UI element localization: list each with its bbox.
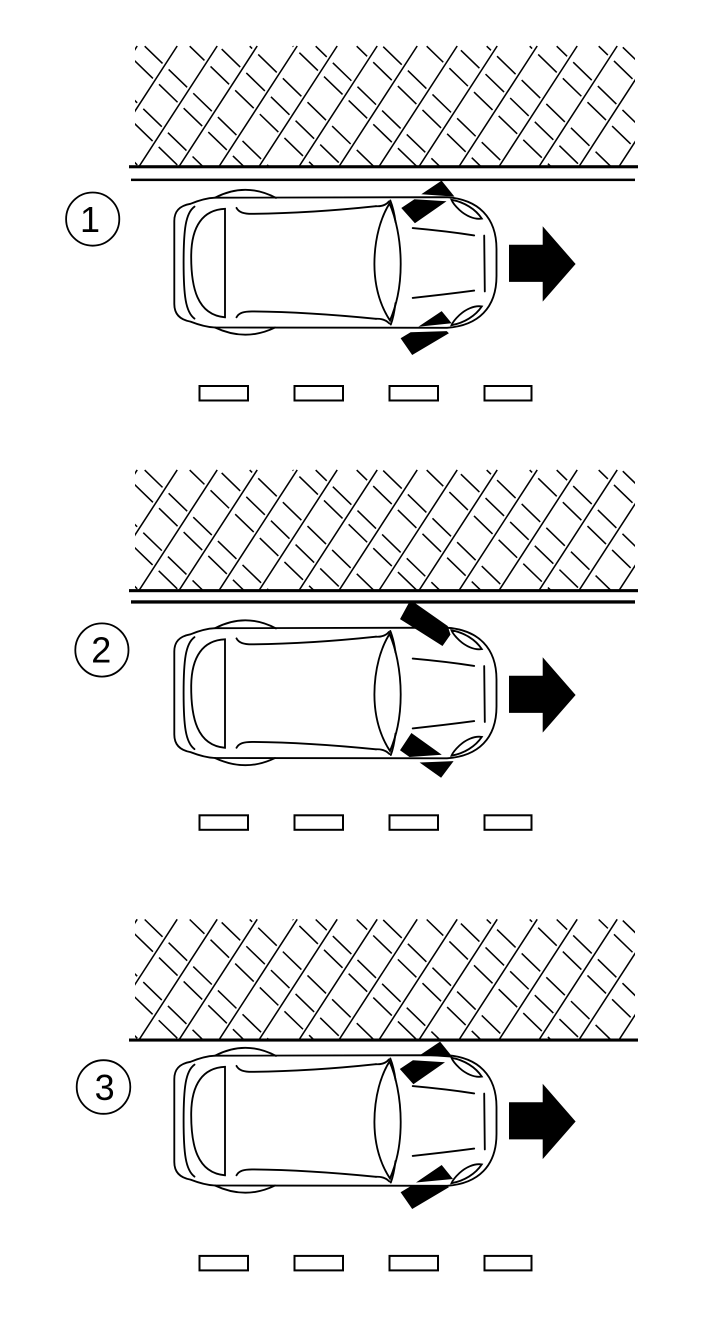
svg-text:1: 1 bbox=[80, 199, 100, 240]
svg-text:2: 2 bbox=[91, 630, 111, 671]
svg-text:3: 3 bbox=[95, 1067, 115, 1108]
